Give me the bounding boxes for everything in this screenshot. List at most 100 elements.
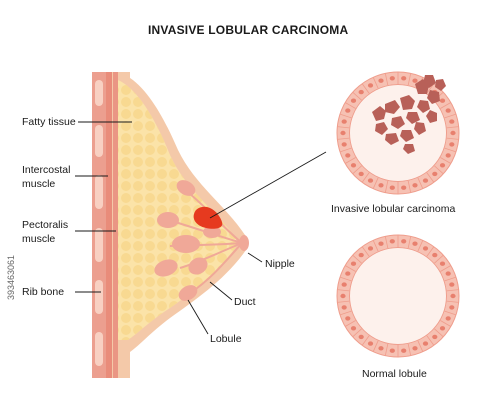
cell-nucleus: [350, 326, 357, 331]
cell-nucleus: [378, 183, 384, 188]
label-nipple: Nipple: [265, 258, 295, 270]
cell-nucleus: [401, 348, 407, 353]
cell-divider: [426, 172, 435, 183]
cell-divider: [337, 300, 350, 303]
cell-divider: [407, 73, 412, 86]
cell-nucleus: [341, 282, 347, 287]
cell-nucleus: [358, 252, 364, 258]
cell-divider: [339, 113, 352, 119]
cell-divider: [361, 83, 370, 94]
label-pectoralis-line1: Pectoralis: [22, 219, 69, 231]
cell-nucleus: [401, 76, 407, 81]
intercostal-muscle: [106, 72, 112, 378]
cell-divider: [446, 289, 459, 292]
cell-nucleus: [412, 183, 418, 188]
cell-divider: [372, 77, 379, 89]
cell-divider: [444, 147, 457, 153]
cell-nucleus: [445, 153, 451, 158]
cell-nucleus: [445, 108, 451, 113]
cell-nucleus: [432, 171, 438, 177]
cell-nucleus: [449, 119, 455, 124]
cell-divider: [440, 157, 451, 164]
cell-nucleus: [450, 130, 456, 136]
cell-divider: [372, 177, 379, 189]
cell-nucleus: [445, 316, 451, 321]
invasive-lobule-illustration: [336, 71, 460, 195]
cell-nucleus: [432, 252, 438, 258]
cell-nucleus: [445, 271, 451, 276]
cell-nucleus: [401, 239, 407, 244]
label-lobule: Lobule: [210, 333, 242, 345]
watermark-id: 393463061: [6, 254, 16, 300]
cell-nucleus: [358, 171, 364, 177]
cell-divider: [426, 246, 435, 257]
cell-divider: [434, 254, 444, 264]
cell-nucleus: [350, 163, 357, 168]
cell-divider: [345, 102, 356, 109]
cell-nucleus: [389, 348, 395, 353]
cell-nucleus: [450, 293, 456, 299]
label-pectoralis-line2: muscle: [22, 233, 56, 245]
pectoralis-muscle: [113, 72, 118, 378]
cell-nucleus: [367, 83, 374, 88]
diagram-title: INVASIVE LOBULAR CARCINOMA: [148, 23, 349, 37]
leader-lines: [75, 121, 327, 335]
label-duct: Duct: [234, 296, 256, 308]
cell-nucleus: [378, 78, 384, 83]
cell-nucleus: [422, 178, 429, 183]
cell-nucleus: [432, 334, 438, 340]
cell-nucleus: [449, 282, 455, 287]
cell-nucleus: [358, 89, 364, 95]
cell-nucleus: [350, 98, 357, 103]
cell-nucleus: [412, 78, 418, 83]
cell-divider: [339, 147, 352, 153]
cell-nucleus: [422, 246, 429, 251]
label-invasive-lobular-carcinoma: Invasive lobular carcinoma: [331, 203, 456, 215]
label-normal-lobule: Normal lobule: [362, 368, 427, 380]
label-intercostal-line1: Intercostal: [22, 164, 71, 176]
cell-nucleus: [389, 185, 395, 190]
label-fatty-tissue: Fatty tissue: [22, 116, 76, 128]
cell-nucleus: [422, 341, 429, 346]
cell-nucleus: [367, 178, 374, 183]
cell-nucleus: [378, 241, 384, 246]
cell-divider: [384, 236, 389, 249]
cell-divider: [361, 172, 370, 183]
cell-divider: [417, 340, 424, 352]
cell-nucleus: [341, 142, 347, 147]
label-rib-bone: Rib bone: [22, 286, 65, 298]
cell-divider: [444, 276, 457, 282]
cell-divider: [417, 240, 424, 252]
cell-divider: [361, 246, 370, 257]
cell-divider: [337, 137, 350, 140]
cell-divider: [446, 137, 459, 140]
cell-nucleus: [439, 98, 446, 103]
label-intercostal-line2: muscle: [22, 178, 56, 190]
cell-nucleus: [389, 76, 395, 81]
cell-divider: [407, 343, 412, 356]
cell-divider: [352, 328, 362, 338]
tumor: [193, 206, 223, 229]
normal-lobule-illustration: [336, 234, 460, 358]
cell-divider: [352, 91, 362, 101]
cell-divider: [337, 289, 350, 292]
cell-divider: [434, 328, 444, 338]
cell-divider: [361, 335, 370, 346]
cell-nucleus: [367, 341, 374, 346]
cell-nucleus: [439, 261, 446, 266]
cell-divider: [384, 73, 389, 86]
cell-divider: [417, 177, 424, 189]
cell-nucleus: [345, 271, 351, 276]
cell-divider: [352, 165, 362, 175]
cell-nucleus: [367, 246, 374, 251]
cell-divider: [444, 310, 457, 316]
cell-nucleus: [345, 316, 351, 321]
cell-nucleus: [345, 108, 351, 113]
cell-divider: [384, 343, 389, 356]
cell-nucleus: [439, 326, 446, 331]
cell-nucleus: [341, 119, 347, 124]
cell-nucleus: [412, 346, 418, 351]
cell-nucleus: [358, 334, 364, 340]
cell-divider: [339, 310, 352, 316]
